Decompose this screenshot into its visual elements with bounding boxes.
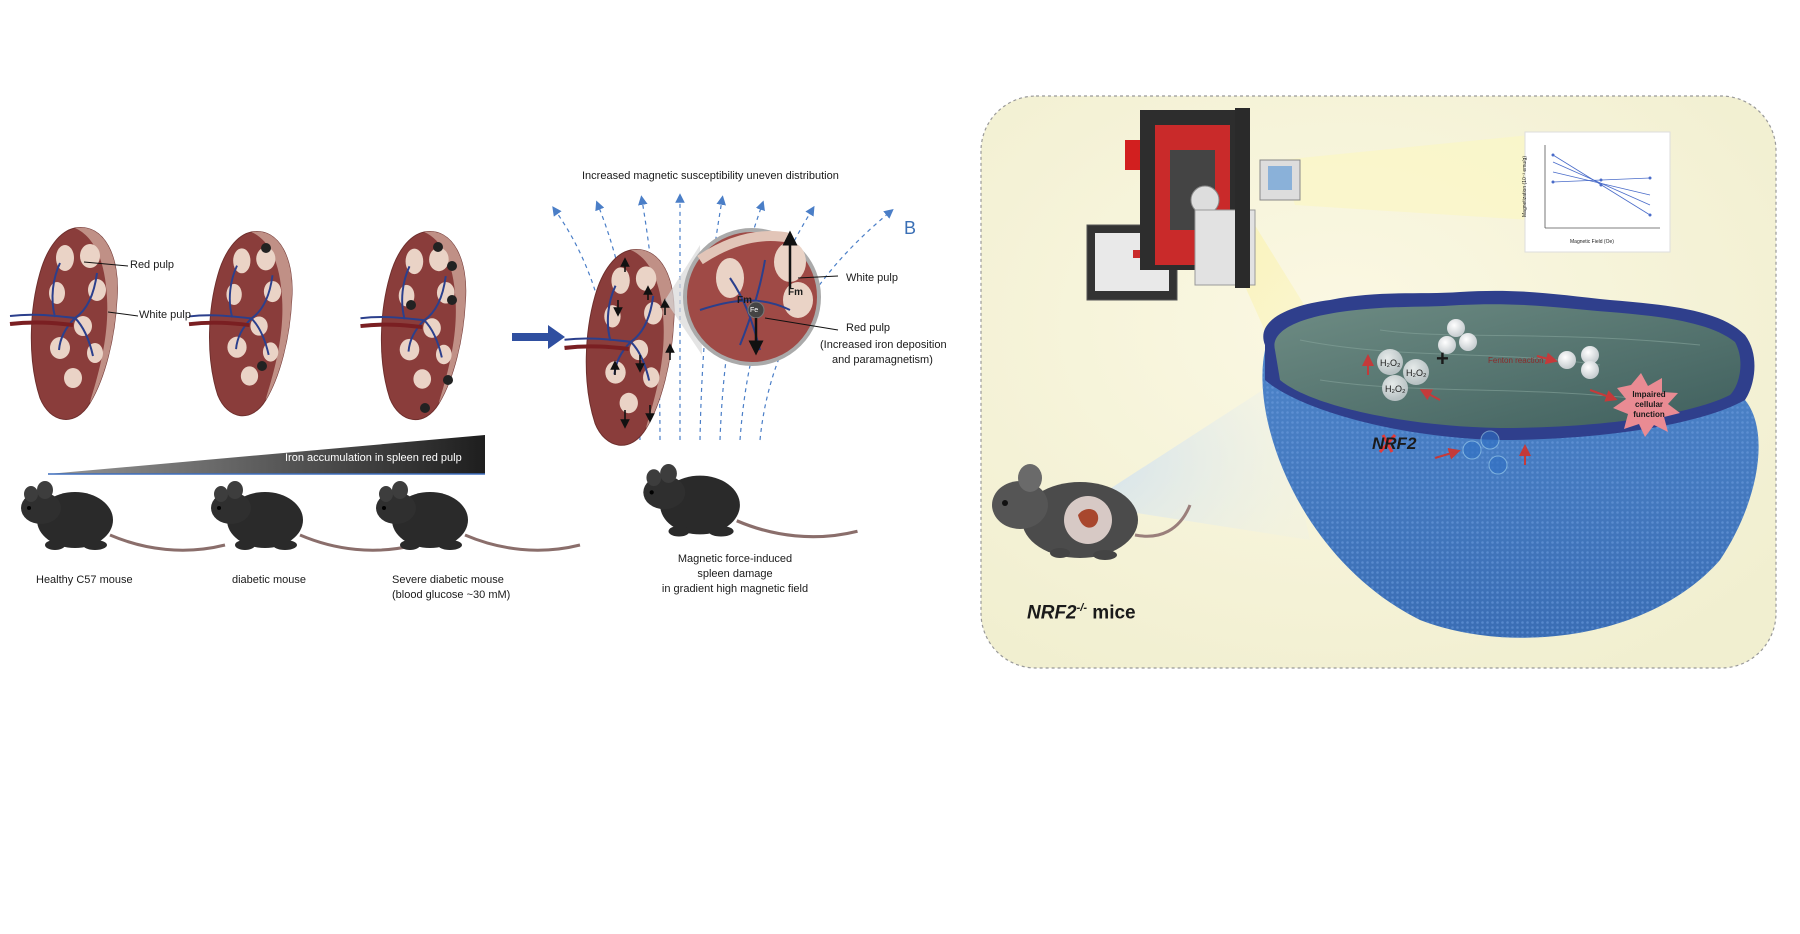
h2o2-label-1: H₂O₂ bbox=[1380, 358, 1401, 368]
damage-label-2: spleen damage bbox=[697, 568, 773, 580]
mouse-healthy-label: Healthy C57 mouse bbox=[36, 574, 133, 586]
nrf2-gene-text: NRF2 bbox=[1027, 602, 1077, 624]
h2o2-label-2: H₂O₂ bbox=[1406, 368, 1427, 378]
magnetization-graph bbox=[1524, 131, 1671, 253]
mouse-healthy bbox=[19, 479, 227, 552]
impaired-label-2: cellular bbox=[1634, 400, 1663, 409]
iron-gradient-label: Iron accumulation in spleen red pulp bbox=[285, 452, 462, 464]
nrf2-sup: -/- bbox=[1076, 602, 1088, 614]
spleen-severe bbox=[358, 229, 468, 422]
mice-word: mice bbox=[1087, 602, 1136, 624]
force-label: Fm bbox=[737, 295, 752, 306]
reaction-species bbox=[1362, 319, 1680, 475]
impaired-label-3: function bbox=[1633, 410, 1665, 419]
field-b-label: B bbox=[904, 218, 917, 238]
impaired-burst-icon bbox=[1613, 373, 1680, 437]
zoom-red-pulp-note-1: (Increased iron deposition bbox=[820, 339, 947, 351]
zoom-red-pulp-note-2: and paramagnetism) bbox=[832, 354, 933, 366]
mouse-severe-label: Severe diabetic mouse bbox=[392, 574, 504, 586]
damage-label-3: in gradient high magnetic field bbox=[661, 583, 809, 595]
plus-sign: + bbox=[1436, 346, 1449, 371]
iron-gradient-bar bbox=[48, 435, 485, 474]
force-label-2: Fm bbox=[788, 287, 803, 298]
fe-zoom-label: Fe bbox=[750, 307, 759, 314]
panel-a-title: Increased magnetic susceptibility uneven… bbox=[582, 170, 839, 182]
spleen-diabetic bbox=[187, 229, 295, 418]
progression-arrow-icon bbox=[512, 325, 565, 349]
red-pulp-label: Red pulp bbox=[130, 259, 175, 271]
magnetometer-instrument bbox=[1086, 108, 1301, 301]
graph-x-label: Magnetic Field (Oe) bbox=[1570, 239, 1614, 245]
mouse-diabetic-label: diabetic mouse bbox=[232, 574, 306, 586]
impaired-label-1: Impaired bbox=[1632, 390, 1666, 399]
nrf2-mice-label: NRF2-/- mice bbox=[1027, 602, 1136, 624]
fenton-label: Fenton reaction bbox=[1488, 356, 1544, 365]
h2o2-label-3: H₂O₂ bbox=[1385, 384, 1406, 394]
zoom-circle bbox=[665, 228, 839, 366]
zoom-cone bbox=[1085, 382, 1310, 540]
zoom-white-pulp-label: White pulp bbox=[846, 272, 898, 284]
spleen-healthy bbox=[8, 225, 139, 422]
spleen-magnetized bbox=[565, 250, 675, 446]
nrf2-mouse bbox=[992, 464, 1192, 560]
damage-label-1: Magnetic force-induced bbox=[677, 553, 793, 565]
nrf2-knockout-label: NRF2 bbox=[1372, 434, 1417, 453]
zoom-red-pulp-label: Red pulp bbox=[846, 322, 891, 334]
graph-y-label: Magnetization (10⁻³ emu/g) bbox=[1522, 155, 1529, 218]
mouse-walking bbox=[641, 462, 860, 539]
white-pulp-label: White pulp bbox=[139, 309, 191, 321]
mouse-severe-glucose: (blood glucose ~30 mM) bbox=[392, 589, 511, 601]
mouse-severe bbox=[374, 479, 582, 552]
